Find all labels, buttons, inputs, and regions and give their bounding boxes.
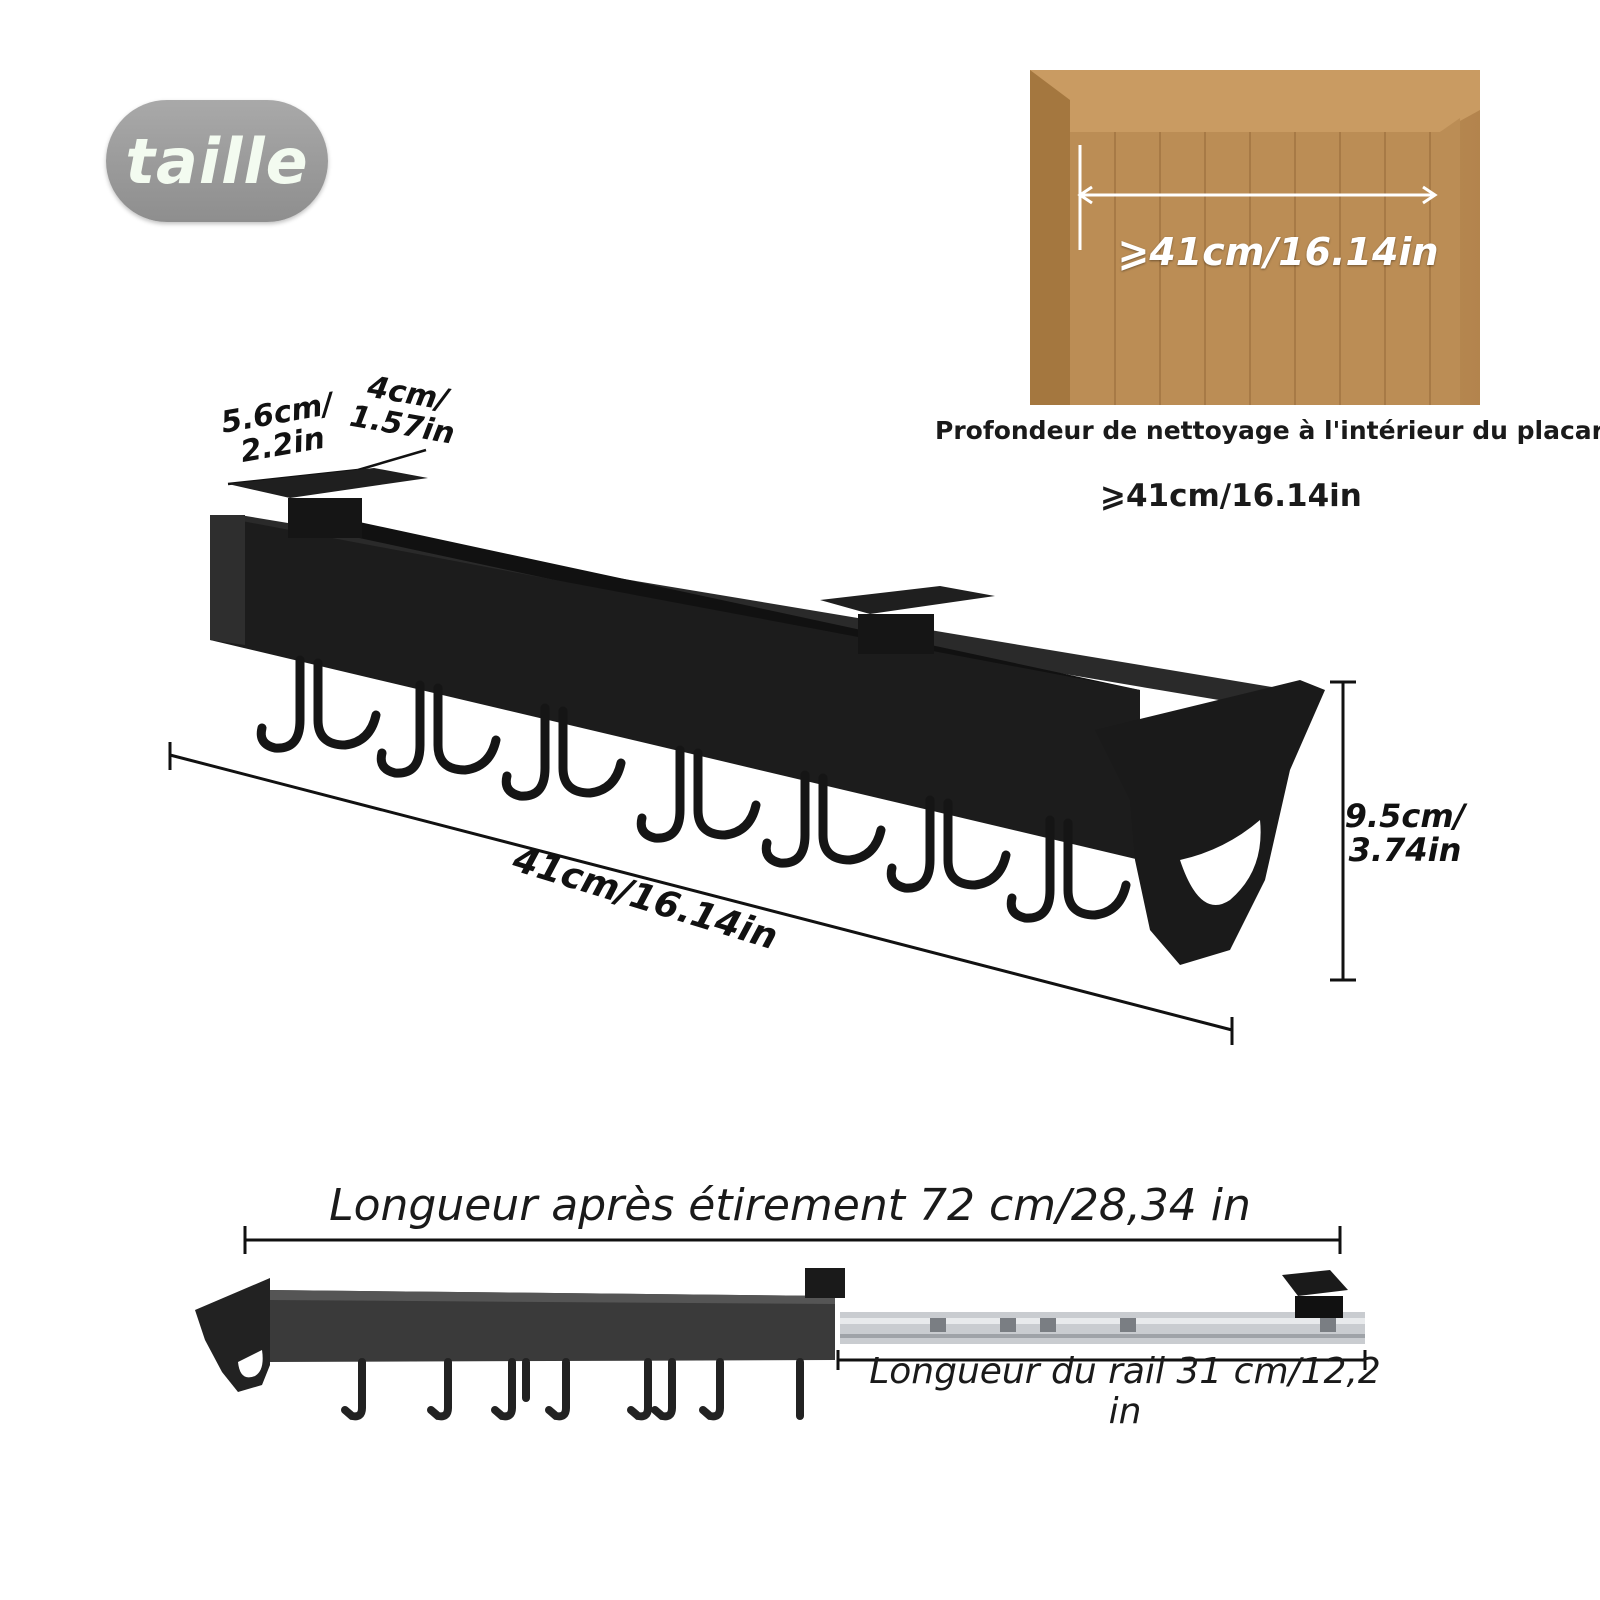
length-dimension-line (168, 742, 1234, 1045)
extended-hooks (341, 1358, 804, 1421)
height-dimension-line (1330, 680, 1356, 982)
hooks (256, 655, 1131, 923)
rail-length-line (836, 1350, 1367, 1370)
depth-value: ⩾41cm/16.14in (1100, 478, 1362, 514)
hook-rack-body (210, 468, 1325, 965)
extended-rack-body (195, 1268, 1365, 1392)
extended-length-label: Longueur après étirement 72 cm/28,34 in (329, 1180, 1251, 1231)
section-badge-label: taille (125, 124, 309, 198)
extended-length-line (243, 1226, 1342, 1254)
depth-caption: Profondeur de nettoyage à l'intérieur du… (935, 416, 1600, 445)
rail-length-label: Longueur du rail 31 cm/12,2 in (869, 1351, 1381, 1433)
cabinet-measure-label: ⩾41cm/16.14in (1117, 230, 1439, 274)
rack-height-label: 9.5cm/ 3.74in (1344, 797, 1466, 869)
section-badge (106, 100, 328, 222)
measure-arrow (1077, 145, 1438, 250)
cabinet-photo (1030, 70, 1480, 405)
cabinet-illustration (1030, 70, 1480, 405)
